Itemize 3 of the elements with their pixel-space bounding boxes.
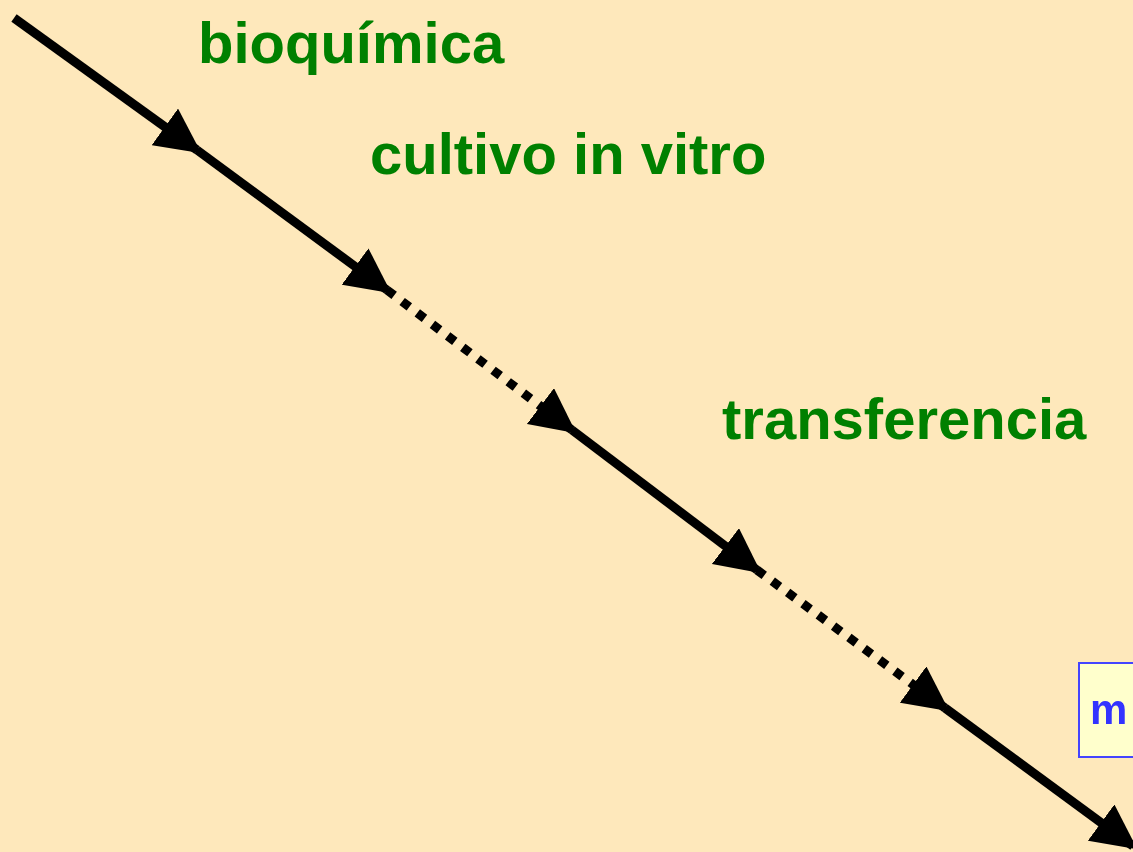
- step-label: cultivo in vitro: [370, 125, 767, 183]
- box-text: m: [1090, 689, 1128, 731]
- step-label: transferencia: [722, 390, 1087, 448]
